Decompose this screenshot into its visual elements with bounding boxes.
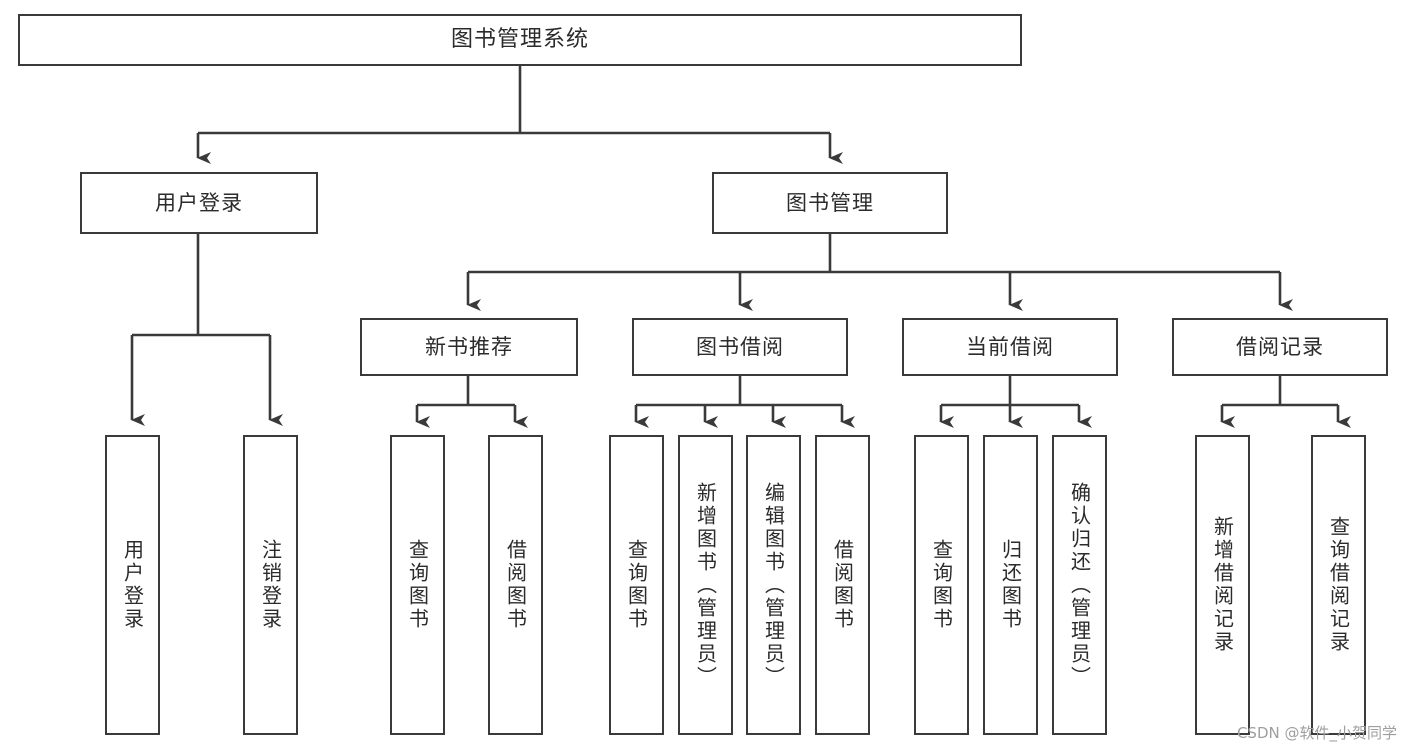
node-borrow-record[interactable]: 借阅记录	[1172, 318, 1388, 376]
node-label: 用户登录	[120, 539, 145, 631]
node-label: 查询图书	[624, 539, 649, 631]
leaf-borrow-book[interactable]: 借阅图书	[815, 435, 870, 735]
node-label: 查询图书	[405, 539, 430, 631]
node-label: 用户登录	[155, 190, 243, 215]
node-root[interactable]: 图书管理系统	[18, 14, 1022, 66]
leaf-query-book-borrow[interactable]: 查询图书	[609, 435, 664, 735]
node-label: 借阅图书	[830, 539, 855, 631]
node-label: 新增借阅记录	[1210, 516, 1235, 654]
leaf-query-book-recommend[interactable]: 查询图书	[390, 435, 445, 735]
node-label: 图书管理	[786, 190, 874, 215]
node-book-management[interactable]: 图书管理	[712, 172, 948, 234]
node-new-book-recommend[interactable]: 新书推荐	[360, 318, 578, 376]
leaf-add-book-admin[interactable]: 新增图书（管理员）	[678, 435, 733, 735]
leaf-query-book-current[interactable]: 查询图书	[914, 435, 969, 735]
node-book-borrow[interactable]: 图书借阅	[632, 318, 848, 376]
node-label: 新增图书（管理员）	[693, 481, 718, 689]
leaf-add-borrow-record[interactable]: 新增借阅记录	[1195, 435, 1250, 735]
node-label: 编辑图书（管理员）	[761, 481, 786, 689]
node-label: 新书推荐	[425, 334, 513, 359]
node-label: 查询图书	[929, 539, 954, 631]
leaf-edit-book-admin[interactable]: 编辑图书（管理员）	[746, 435, 801, 735]
leaf-return-book[interactable]: 归还图书	[983, 435, 1038, 735]
node-user-login[interactable]: 用户登录	[80, 172, 318, 234]
node-label: 注销登录	[258, 539, 283, 631]
node-label: 图书借阅	[696, 334, 784, 359]
node-label: 借阅记录	[1236, 334, 1324, 359]
leaf-logout[interactable]: 注销登录	[243, 435, 298, 735]
node-current-borrow[interactable]: 当前借阅	[902, 318, 1118, 376]
node-label: 确认归还（管理员）	[1067, 481, 1092, 689]
node-label: 归还图书	[998, 539, 1023, 631]
node-label: 查询借阅记录	[1326, 516, 1351, 654]
node-label: 借阅图书	[503, 539, 528, 631]
leaf-confirm-return-admin[interactable]: 确认归还（管理员）	[1052, 435, 1107, 735]
leaf-query-borrow-record[interactable]: 查询借阅记录	[1311, 435, 1366, 735]
node-label: 图书管理系统	[450, 27, 589, 53]
leaf-user-login[interactable]: 用户登录	[105, 435, 160, 735]
leaf-borrow-book-recommend[interactable]: 借阅图书	[488, 435, 543, 735]
node-label: 当前借阅	[966, 334, 1054, 359]
